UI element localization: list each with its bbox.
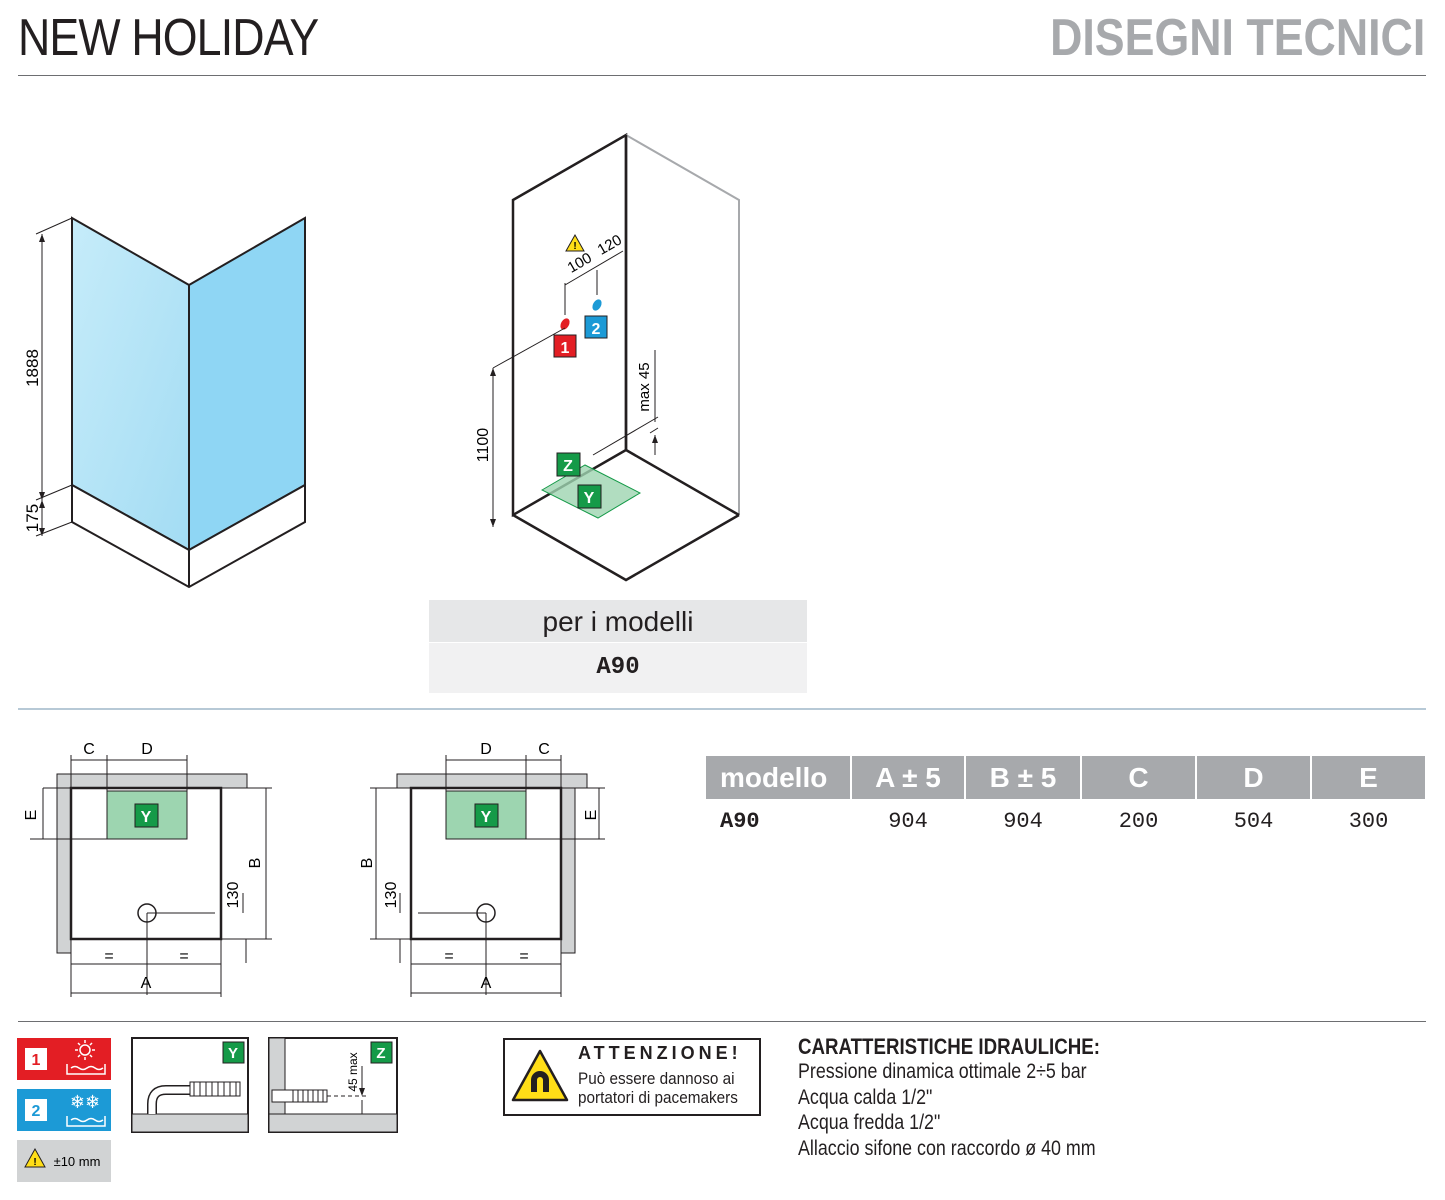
legend-z-dim: 45 max [346, 1052, 360, 1091]
label-y: Y [584, 490, 595, 507]
models-heading: per i modelli [429, 600, 807, 642]
svg-text:!: ! [33, 1157, 36, 1168]
cell-b: 904 [1003, 808, 1043, 834]
dim-height-base: 175 [23, 504, 42, 532]
cold-inlet [592, 299, 602, 311]
legend-tolerance: ±10 mm [54, 1154, 101, 1169]
plan-left-d: D [141, 741, 153, 758]
section-title: DISEGNI TECNICI [1049, 9, 1425, 67]
plan-right-c: C [538, 741, 550, 758]
spec-table: modello A ± 5 B ± 5 C D E A90 904 904 20… [704, 756, 1427, 843]
warning-box [503, 1038, 761, 1116]
legend-y-detail: Y [131, 1037, 249, 1133]
hydraulics-line-1: Pressione dinamica ottimale 2÷5 bar [798, 1060, 1087, 1083]
spec-header-row: modello A ± 5 B ± 5 C D E [706, 756, 1425, 799]
plan-right-eq1: = [444, 948, 453, 965]
footer-divider [18, 1021, 1426, 1022]
elevation-drawing: 1888 175 [23, 216, 306, 589]
plan-left-eq2: = [179, 948, 188, 965]
plan-left-e: E [23, 810, 40, 821]
plan-left-a: A [141, 975, 152, 992]
dim-height-total: 1888 [23, 349, 42, 387]
dim-height-inlet: 1100 [475, 428, 492, 463]
plan-right-eq2: = [519, 948, 528, 965]
plan-left-y: Y [141, 809, 152, 826]
hydraulics-title: CARATTERISTICHE IDRAULICHE: [798, 1034, 1100, 1059]
iso-drawing: 100 120 ! 1100 max 45 1 2 Z Y [475, 132, 740, 582]
label-z: Z [563, 458, 573, 475]
sun-icon [66, 1040, 106, 1075]
product-title: NEW HOLIDAY [18, 9, 319, 67]
legend-inlets: 1 2 ❄❄ ! ±10 mm [17, 1038, 111, 1182]
plan-left-b: B [247, 858, 264, 869]
plan-right-d: D [480, 741, 492, 758]
plan-left-eq1: = [104, 948, 113, 965]
tolerance-warning-icon [24, 1147, 46, 1168]
hydraulics-line-3: Acqua fredda 1/2" [798, 1111, 941, 1134]
cell-a: 904 [888, 808, 928, 834]
plan-view-left: Y C D E B 130 = = A [23, 741, 272, 997]
col-a: A ± 5 [852, 756, 964, 799]
plan-right-130: 130 [383, 882, 400, 909]
warning-line-2: portatori di pacemakers [578, 1088, 738, 1107]
col-c: C [1082, 756, 1195, 799]
plan-right-a: A [481, 975, 492, 992]
table-row: A90 904 904 200 504 300 [706, 799, 1425, 843]
snowflake-icon: ❄❄ [70, 1092, 100, 1112]
plan-left-c: C [83, 741, 95, 758]
label-hot: 1 [561, 340, 570, 357]
label-cold: 2 [592, 321, 601, 338]
col-modello: modello [706, 756, 850, 799]
legend-z-label: Z [376, 1045, 385, 1062]
legend-y-label: Y [228, 1045, 238, 1062]
legend-z-detail: Z 45 max [268, 1037, 398, 1133]
cell-model: A90 [720, 808, 760, 834]
plan-right-b: B [359, 858, 376, 869]
models-value: A90 [429, 643, 807, 693]
section-divider [18, 708, 1426, 710]
cell-e: 300 [1348, 808, 1389, 834]
col-b: B ± 5 [966, 756, 1080, 799]
legend-hot-num: 1 [32, 1052, 41, 1069]
magnet-warning-icon [511, 1049, 569, 1102]
hydraulics-line-2: Acqua calda 1/2" [798, 1086, 933, 1109]
plan-view-right: Y D C E B 130 = = A [359, 741, 605, 997]
plan-left-130: 130 [225, 882, 242, 909]
warning-icon [565, 233, 585, 252]
drain-hose-icon [271, 1089, 328, 1103]
plan-right-e: E [583, 810, 600, 821]
warning-title: ATTENZIONE! [578, 1043, 742, 1063]
warning-line-1: Può essere dannoso ai [578, 1069, 735, 1088]
col-d: D [1197, 756, 1310, 799]
hydraulics-line-4: Allaccio sifone con raccordo ø 40 mm [798, 1137, 1096, 1160]
header-divider [18, 75, 1426, 76]
dim-max: max 45 [636, 362, 653, 411]
col-e: E [1312, 756, 1425, 799]
cell-d: 504 [1233, 808, 1274, 834]
cell-c: 200 [1118, 808, 1159, 834]
plan-right-y: Y [481, 809, 492, 826]
svg-text:!: ! [573, 241, 576, 252]
legend-cold-num: 2 [32, 1103, 41, 1120]
hot-inlet [560, 318, 570, 330]
